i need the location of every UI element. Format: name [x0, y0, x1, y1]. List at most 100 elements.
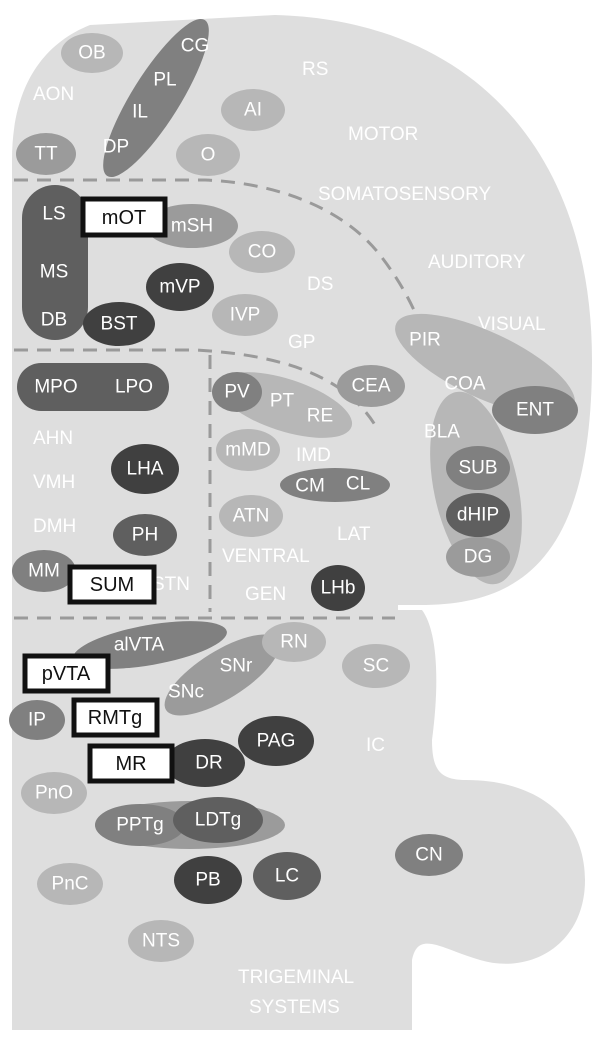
region-label-gen: GEN [245, 584, 286, 605]
node-ph [113, 514, 177, 556]
node-label-ivp: IVP [230, 305, 261, 326]
node-label-ph: PH [132, 525, 158, 546]
node-label-pb: PB [195, 870, 220, 891]
node-label-cea: CEA [351, 376, 390, 397]
node-label-ob: OB [78, 43, 105, 64]
region-label-rs: RS [302, 59, 328, 80]
node-label-pt: PT [270, 391, 295, 412]
node-nts [128, 920, 194, 962]
node-ob [61, 33, 123, 73]
node-label-snr: SNr [220, 656, 253, 677]
highlighted-boxes: mOT SUM pVTA RMTg MR [22, 196, 175, 784]
node-label-sc: SC [363, 656, 389, 677]
node-pv [212, 372, 262, 412]
node-label-mpo: MPO [34, 377, 77, 398]
node-ai [221, 89, 285, 131]
node-ent [492, 386, 578, 434]
node-label-lhb: LHb [321, 578, 356, 599]
node-label-ms: MS [40, 262, 69, 283]
box-label-sum: SUM [90, 574, 134, 596]
node-label-snc: SNc [168, 682, 204, 703]
node-ivp [212, 294, 278, 336]
prefrontal-group [103, 18, 209, 178]
node-label-cn: CN [415, 845, 442, 866]
box-label-rmtg: RMTg [88, 707, 142, 729]
region-labels: RS MOTOR SOMATOSENSORY AUDITORY VISUAL D… [33, 59, 546, 1018]
node-mm [12, 550, 76, 592]
node-label-bst: BST [101, 314, 138, 335]
node-atn [219, 495, 283, 537]
node-label-co: CO [248, 242, 277, 263]
node-label-dr: DR [195, 753, 222, 774]
node-lc [253, 852, 321, 900]
node-co [229, 231, 295, 273]
node-dr [165, 739, 245, 787]
box-label-pvta: pVTA [42, 663, 91, 685]
node-label-cg: CG [181, 36, 210, 57]
node-label-mvp: mVP [159, 277, 200, 298]
node-mmd [216, 429, 280, 471]
region-label-systems: SYSTEMS [249, 997, 340, 1018]
region-label-ic: IC [366, 735, 385, 756]
node-label-pir: PIR [409, 330, 441, 351]
node-sc [342, 644, 410, 688]
node-label-ldtg: LDTg [195, 810, 241, 831]
region-label-ds: DS [307, 274, 333, 295]
node-label-msh: mSH [171, 216, 213, 237]
node-label-tt: TT [34, 144, 58, 165]
node-label-pag: PAG [257, 731, 296, 752]
node-label-bla: BLA [424, 422, 460, 443]
node-sub [446, 446, 510, 490]
node-tt [16, 133, 76, 175]
box-rmtg [71, 697, 160, 738]
node-label-pv: PV [224, 382, 250, 403]
node-label-cl: CL [346, 474, 370, 495]
node-label-lpo: LPO [115, 377, 153, 398]
node-label-mm: MM [28, 561, 60, 582]
node-label-rn: RN [280, 632, 307, 653]
node-label-dp: DP [103, 137, 129, 158]
box-label-mr: MR [115, 753, 146, 775]
node-label-pptg: PPTg [116, 815, 164, 836]
node-dhip [446, 493, 510, 537]
region-label-ventral: VENTRAL [222, 546, 310, 567]
nigral-group [164, 634, 280, 716]
box-sum [67, 564, 157, 605]
region-label-somatosensory: SOMATOSENSORY [318, 184, 491, 205]
node-label-dhip: dHIP [457, 505, 499, 526]
node-pptg [95, 804, 185, 846]
preoptic-group [17, 363, 169, 411]
node-label-alvta: alVTA [114, 635, 165, 656]
node-label-coa: COA [444, 374, 486, 395]
node-label-db: DB [41, 310, 67, 331]
nodes: OB CG PL IL DP TT AI O LS mSH MS DB BST … [9, 33, 578, 962]
node-o [176, 134, 240, 176]
node-label-nts: NTS [142, 931, 180, 952]
intralaminar-group [280, 468, 390, 502]
node-dg [446, 537, 510, 577]
node-pb [174, 856, 242, 904]
node-pno [21, 772, 87, 814]
region-label-dmh: DMH [33, 516, 76, 537]
node-label-sub: SUB [458, 458, 497, 479]
region-label-motor: MOTOR [348, 124, 418, 145]
node-label-lc: LC [275, 866, 299, 887]
node-label-o: O [201, 145, 216, 166]
vta-group [73, 621, 227, 669]
node-lhb [311, 565, 365, 611]
node-label-il: IL [132, 102, 148, 123]
septal-group [22, 185, 88, 340]
region-label-stn: STN [152, 574, 190, 595]
box-mot [80, 196, 168, 238]
node-pnc [37, 863, 103, 905]
node-label-pno: PnO [35, 783, 73, 804]
node-bst [83, 302, 155, 346]
node-label-ent: ENT [516, 400, 554, 421]
node-cn [395, 834, 463, 876]
node-label-ai: AI [244, 100, 262, 121]
node-label-lha: LHA [127, 459, 164, 480]
region-label-trigeminal: TRIGEMINAL [238, 967, 354, 988]
region-label-visual: VISUAL [478, 314, 546, 335]
region-label-imd: IMD [296, 445, 331, 466]
